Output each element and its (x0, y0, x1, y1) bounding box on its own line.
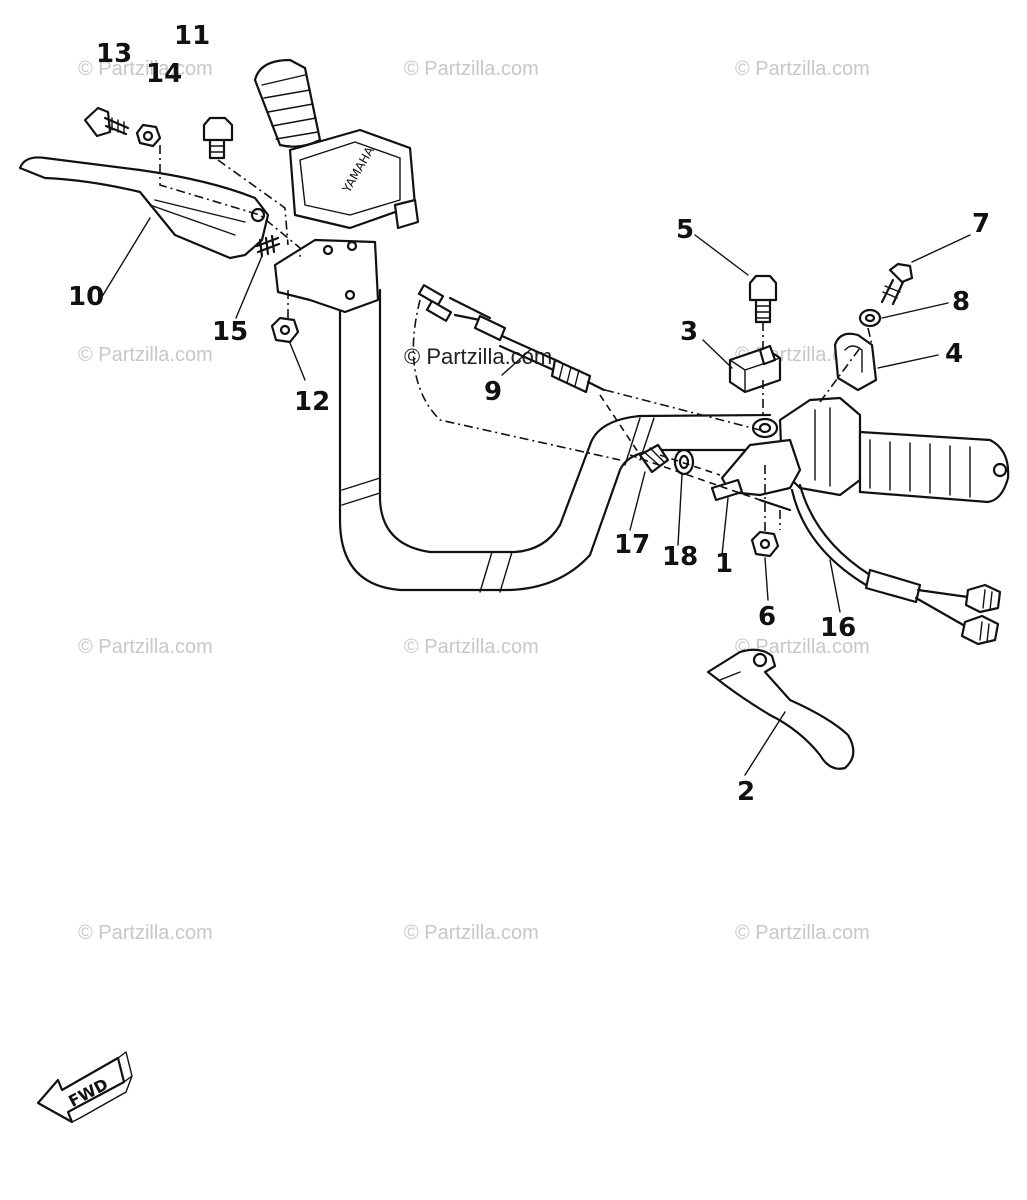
clamp-part-4 (833, 332, 878, 392)
callout-label: 8 (952, 287, 970, 317)
watermark: © Partzilla.com (78, 922, 213, 944)
lever-holder (273, 238, 380, 314)
callout-label: 17 (614, 530, 650, 560)
callout-pointers (99, 217, 971, 776)
callout-label: 10 (68, 282, 104, 312)
bolt-part-13 (83, 106, 130, 138)
callout-label: 3 (680, 317, 698, 347)
callout-label: 13 (96, 39, 132, 69)
watermark: © Partzilla.com (735, 922, 870, 944)
wire-harness-part-16 (790, 483, 1002, 646)
callout-label: 11 (174, 21, 210, 51)
brake-lever-part-10 (18, 156, 270, 260)
watermark: © Partzilla.com (78, 636, 213, 658)
callout-label: 4 (945, 339, 963, 369)
clutch-lever-part-2 (706, 648, 855, 770)
spring-part-15 (255, 234, 281, 258)
adjuster-part-17 (638, 443, 670, 474)
handlebar (338, 288, 782, 593)
callout-label: 7 (972, 209, 990, 239)
watermark: © Partzilla.com (78, 344, 213, 366)
watermark: © Partzilla.com (735, 58, 870, 80)
watermark: © Partzilla.com (404, 636, 539, 658)
screw-part-7 (880, 262, 914, 306)
right-throttle-housing (778, 396, 1010, 504)
watermark: © Partzilla.com (78, 58, 213, 80)
nut-part-6 (750, 530, 780, 558)
nut-part-14 (135, 123, 162, 148)
switch-part-3 (728, 344, 782, 394)
callout-label: 16 (820, 613, 856, 643)
nut-part-18 (673, 448, 695, 476)
bolt-part-11 (202, 116, 234, 160)
watermark: © Partzilla.com (404, 922, 539, 944)
callout-numbers: 1 2 3 4 5 6 7 8 9 10 11 12 13 14 15 16 1… (68, 21, 990, 807)
callout-label: 15 (212, 317, 248, 347)
callout-label: 18 (662, 542, 698, 572)
callout-label: 2 (737, 777, 755, 807)
nut-part-12 (270, 316, 300, 344)
callout-label: 9 (484, 377, 502, 407)
left-switch-housing: YAMAHA (253, 58, 420, 230)
watermark: © Partzilla.com (404, 58, 539, 80)
callout-label: 14 (146, 59, 182, 89)
leader-lines (159, 145, 873, 535)
fwd-arrow-icon: FWD (36, 1051, 133, 1124)
callout-label: 1 (715, 549, 733, 579)
bolt-part-5 (748, 274, 778, 324)
washer-part-8 (858, 308, 882, 328)
right-lever-bracket (710, 417, 802, 512)
switch-wire-part-9 (417, 284, 606, 394)
callout-label: 6 (758, 602, 776, 632)
callout-label: 12 (294, 387, 330, 417)
callout-label: 5 (676, 215, 694, 245)
